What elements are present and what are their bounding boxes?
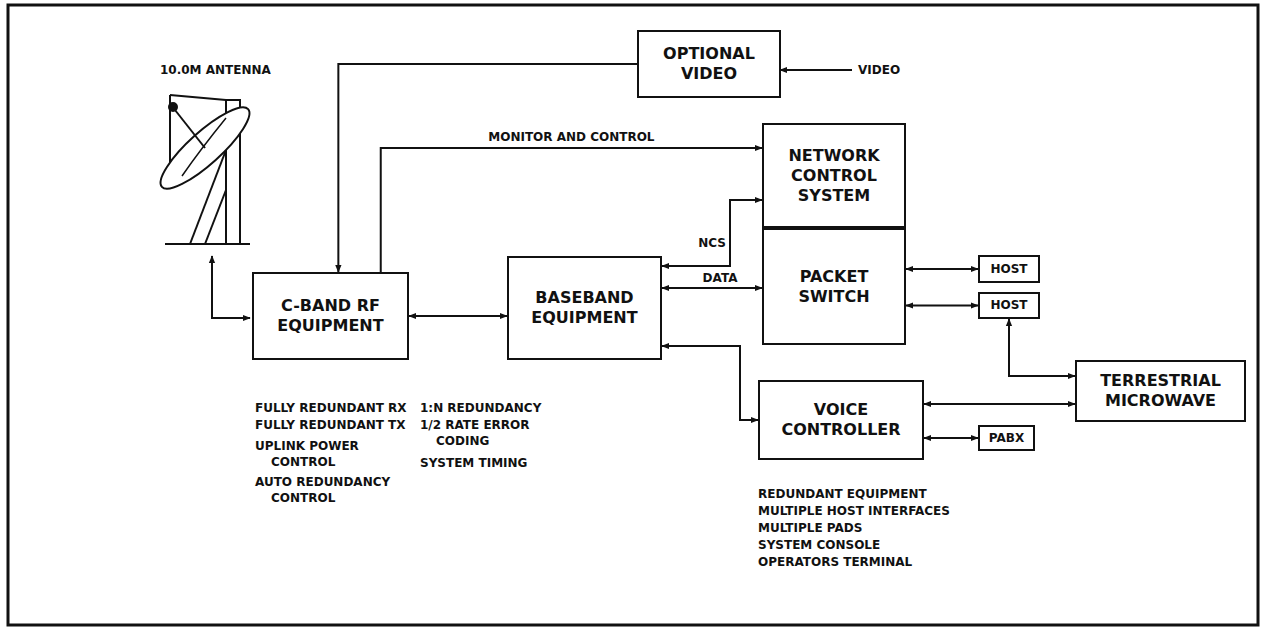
baseband-box: BASEBAND EQUIPMENT — [507, 256, 662, 360]
feature-note: 1:N REDUNDANCY — [420, 400, 541, 416]
antenna-feed-line — [212, 256, 250, 318]
feature-note: REDUNDANT EQUIPMENT — [758, 486, 927, 502]
connector — [381, 148, 762, 272]
box-label: OPTIONAL VIDEO — [639, 44, 779, 84]
host-box: HOST — [978, 292, 1040, 319]
feature-note: OPERATORS TERMINAL — [758, 554, 912, 570]
box-label: NETWORK CONTROL SYSTEM — [764, 146, 904, 206]
rf-box: C-BAND RF EQUIPMENT — [252, 272, 409, 360]
signal-label: VIDEO — [858, 62, 900, 78]
frame — [8, 5, 1258, 625]
pabx-box: PABX — [978, 425, 1035, 451]
video-input-arrow — [780, 69, 852, 71]
antenna-illustration — [151, 95, 259, 244]
switch-box: PACKET SWITCH — [762, 228, 906, 345]
connector — [1009, 319, 1075, 376]
video-box: OPTIONAL VIDEO — [637, 30, 781, 98]
feature-note: MULTIPLE PADS — [758, 520, 862, 536]
connector — [409, 315, 507, 317]
voice-box: VOICE CONTROLLER — [758, 380, 924, 460]
feature-note: 1/2 RATE ERROR CODING — [420, 417, 566, 449]
box-label: C-BAND RF EQUIPMENT — [254, 296, 407, 336]
box-label: VOICE CONTROLLER — [760, 400, 922, 440]
signal-label: 10.0M ANTENNA — [160, 62, 271, 78]
connector-label: MONITOR AND CONTROL — [486, 130, 656, 144]
feature-note: SYSTEM CONSOLE — [758, 537, 880, 553]
feature-note: FULLY REDUNDANT TX — [255, 417, 406, 433]
connector — [924, 437, 978, 439]
connector-label: NCS — [696, 236, 728, 250]
feature-note: SYSTEM TIMING — [420, 455, 527, 471]
connector — [662, 200, 762, 266]
connector-label: DATA — [701, 271, 740, 285]
host-box: HOST — [978, 255, 1040, 283]
box-label: HOST — [986, 298, 1031, 313]
box-label: BASEBAND EQUIPMENT — [509, 288, 660, 328]
box-label: TERRESTRIAL MICROWAVE — [1077, 371, 1244, 411]
connector — [662, 287, 762, 289]
feature-note: MULTIPLE HOST INTERFACES — [758, 503, 950, 519]
connector — [906, 305, 978, 307]
connector — [924, 403, 1075, 405]
connector — [906, 268, 978, 270]
box-label: PACKET SWITCH — [764, 267, 904, 307]
feature-note: UPLINK POWER CONTROL — [255, 438, 389, 470]
box-label: HOST — [986, 262, 1031, 277]
microwave-box: TERRESTRIAL MICROWAVE — [1075, 360, 1246, 422]
connector — [338, 64, 637, 272]
control-box: NETWORK CONTROL SYSTEM — [762, 123, 906, 228]
feature-note: AUTO REDUNDANCY CONTROL — [255, 474, 419, 506]
connector — [662, 346, 758, 420]
feature-note: FULLY REDUNDANT RX — [255, 400, 407, 416]
box-label: PABX — [985, 431, 1028, 446]
